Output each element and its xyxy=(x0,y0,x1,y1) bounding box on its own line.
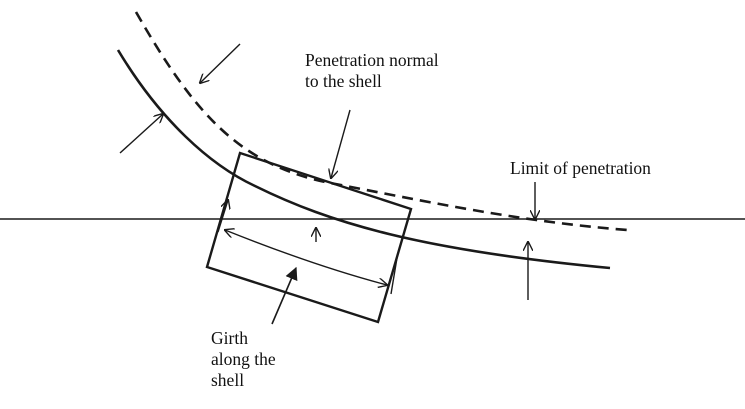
shell-curve xyxy=(116,49,611,270)
girth-label: Girth along the shell xyxy=(211,328,276,390)
left-edge-marker-arrow xyxy=(217,200,228,233)
right-edge-marker-arrow xyxy=(390,257,398,295)
limit-of-penetration-label: Limit of penetration xyxy=(510,158,651,178)
girth-arrow xyxy=(225,230,387,285)
outer-arrow-dashed xyxy=(200,43,241,83)
outer-arrow-solid xyxy=(119,114,163,154)
sample-rectangle xyxy=(205,151,413,324)
penetration-normal-arrow xyxy=(331,109,351,178)
penetration-normal-label: Penetration normal to the shell xyxy=(305,50,439,91)
girth-leader-arrow xyxy=(271,266,298,325)
limit-of-penetration-curve xyxy=(134,11,629,232)
